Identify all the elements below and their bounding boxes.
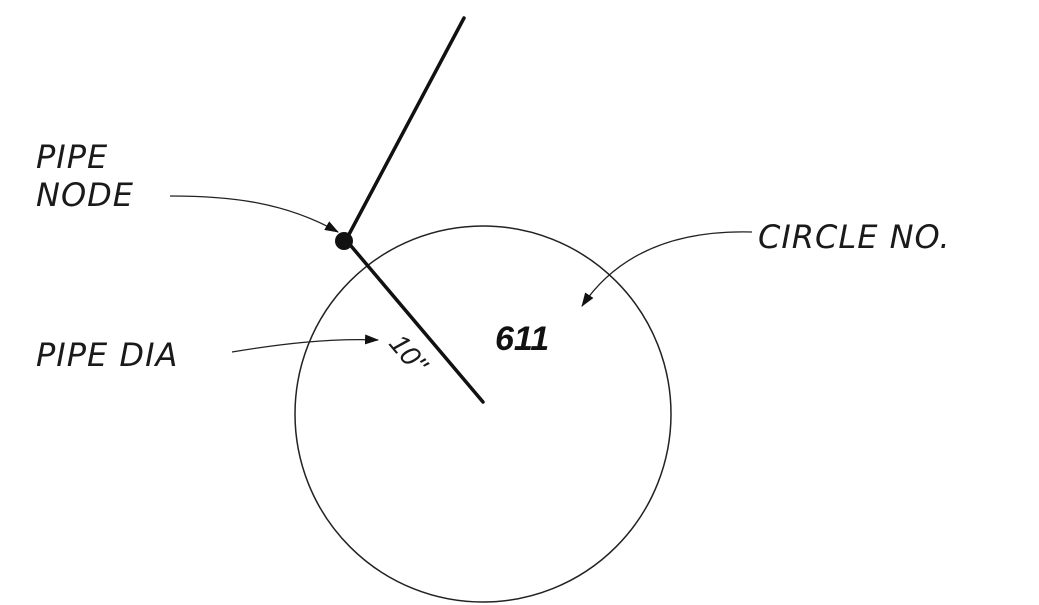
pipe-dia-label: PIPE DIA <box>36 336 178 374</box>
pipe-line-lower <box>344 238 485 404</box>
pipe-node-label-line1: PIPE <box>36 138 108 176</box>
circle-outline <box>294 225 672 603</box>
circle-no-label: CIRCLE NO. <box>758 218 951 256</box>
pipe-node-dot <box>335 232 353 250</box>
pipe-node-label-line2: NODE <box>36 176 134 214</box>
circle-number-value: 611 <box>495 320 549 358</box>
pipe-line-upper <box>344 16 466 242</box>
pipe-node-leader-arrow <box>169 195 339 233</box>
circle-no-leader-arrow <box>581 231 753 307</box>
pipe-dia-leader-arrow <box>231 334 379 353</box>
